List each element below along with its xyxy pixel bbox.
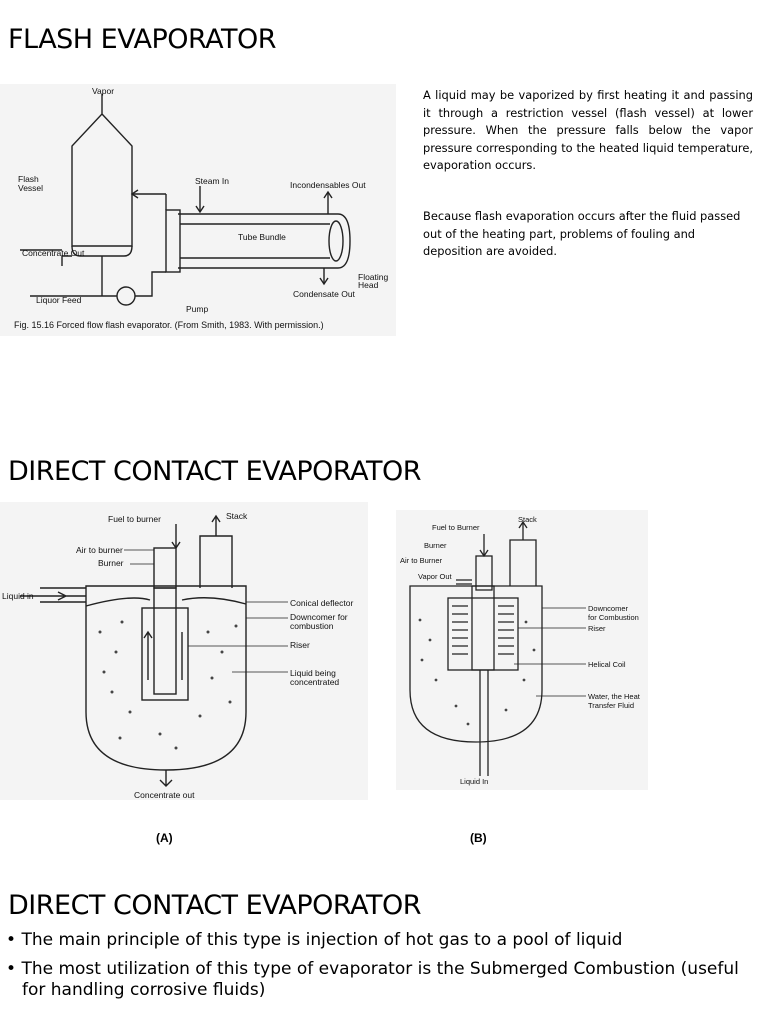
figure-a-label: (A) — [156, 831, 173, 845]
label-condensate-out: Condensate Out — [293, 289, 356, 299]
figure-b-label: (B) — [470, 831, 487, 845]
label-b-for-combustion: for Combustion — [588, 613, 639, 622]
label-b-transfer-fluid: Transfer Fluid — [588, 701, 634, 710]
label-vapor: Vapor — [92, 86, 114, 96]
label-a-riser: Riser — [290, 640, 310, 650]
label-floating: Floating — [358, 272, 389, 282]
direct-contact-title-1: DIRECT CONTACT EVAPORATOR — [8, 456, 421, 487]
label-a-combustion: combustion — [290, 621, 334, 631]
flash-title: FLASH EVAPORATOR — [8, 24, 277, 55]
label-pump: Pump — [186, 304, 208, 314]
label-b-fuel-to-burner: Fuel to Burner — [432, 523, 480, 532]
label-a-downcomer: Downcomer for — [290, 612, 348, 622]
label-steam-in: Steam In — [195, 176, 229, 186]
direct-contact-figure-b: Fuel to Burner Stack Burner Air to Burne… — [396, 510, 648, 790]
direct-contact-bullets: The main principle of this type is injec… — [4, 930, 754, 1009]
direct-contact-figure-a: Fuel to burner Stack Air to burner Burne… — [0, 502, 368, 800]
label-a-air-to-burner: Air to burner — [76, 545, 123, 555]
label-b-helical-coil: Helical Coil — [588, 660, 626, 669]
flash-paragraph-2: Because flash evaporation occurs after t… — [423, 209, 741, 258]
label-a-concentrated: concentrated — [290, 677, 339, 687]
label-a-stack: Stack — [226, 511, 248, 521]
label-b-riser: Riser — [588, 624, 606, 633]
flash-figure-caption: Fig. 15.16 Forced flow flash evaporator.… — [14, 320, 324, 330]
label-flash: Flash — [18, 174, 39, 184]
label-a-concentrate-out: Concentrate out — [134, 790, 195, 800]
label-a-burner: Burner — [98, 558, 124, 568]
label-a-liquid-in: Liquid in — [2, 591, 34, 601]
label-a-liquid-being: Liquid being — [290, 668, 336, 678]
flash-evaporator-figure: Vapor Flash Vessel Steam In Incondensabl… — [0, 84, 396, 336]
label-a-conical-deflector: Conical deflector — [290, 598, 353, 608]
label-liquor-feed: Liquor Feed — [36, 295, 82, 305]
flash-paragraph-1: A liquid may be vaporized by first heati… — [423, 88, 753, 172]
label-a-fuel-to-burner: Fuel to burner — [108, 514, 161, 524]
label-b-vapor-out: Vapor Out — [418, 572, 453, 581]
label-b-water: Water, the Heat — [588, 692, 641, 701]
label-b-stack: Stack — [518, 515, 537, 524]
label-b-air-to-burner: Air to Burner — [400, 556, 443, 565]
label-b-liquid-in: Liquid In — [460, 777, 488, 786]
label-concentrate-out: Concentrate Out — [22, 248, 85, 258]
label-vessel: Vessel — [18, 183, 43, 193]
bullet-item: The most utilization of this type of eva… — [4, 959, 754, 1001]
direct-contact-title-2: DIRECT CONTACT EVAPORATOR — [8, 890, 421, 921]
label-b-downcomer: Downcomer — [588, 604, 629, 613]
label-tube-bundle: Tube Bundle — [238, 232, 286, 242]
label-b-burner: Burner — [424, 541, 447, 550]
bullet-item: The main principle of this type is injec… — [4, 930, 754, 951]
label-incondensables-out: Incondensables Out — [290, 180, 366, 190]
label-head: Head — [358, 280, 379, 290]
